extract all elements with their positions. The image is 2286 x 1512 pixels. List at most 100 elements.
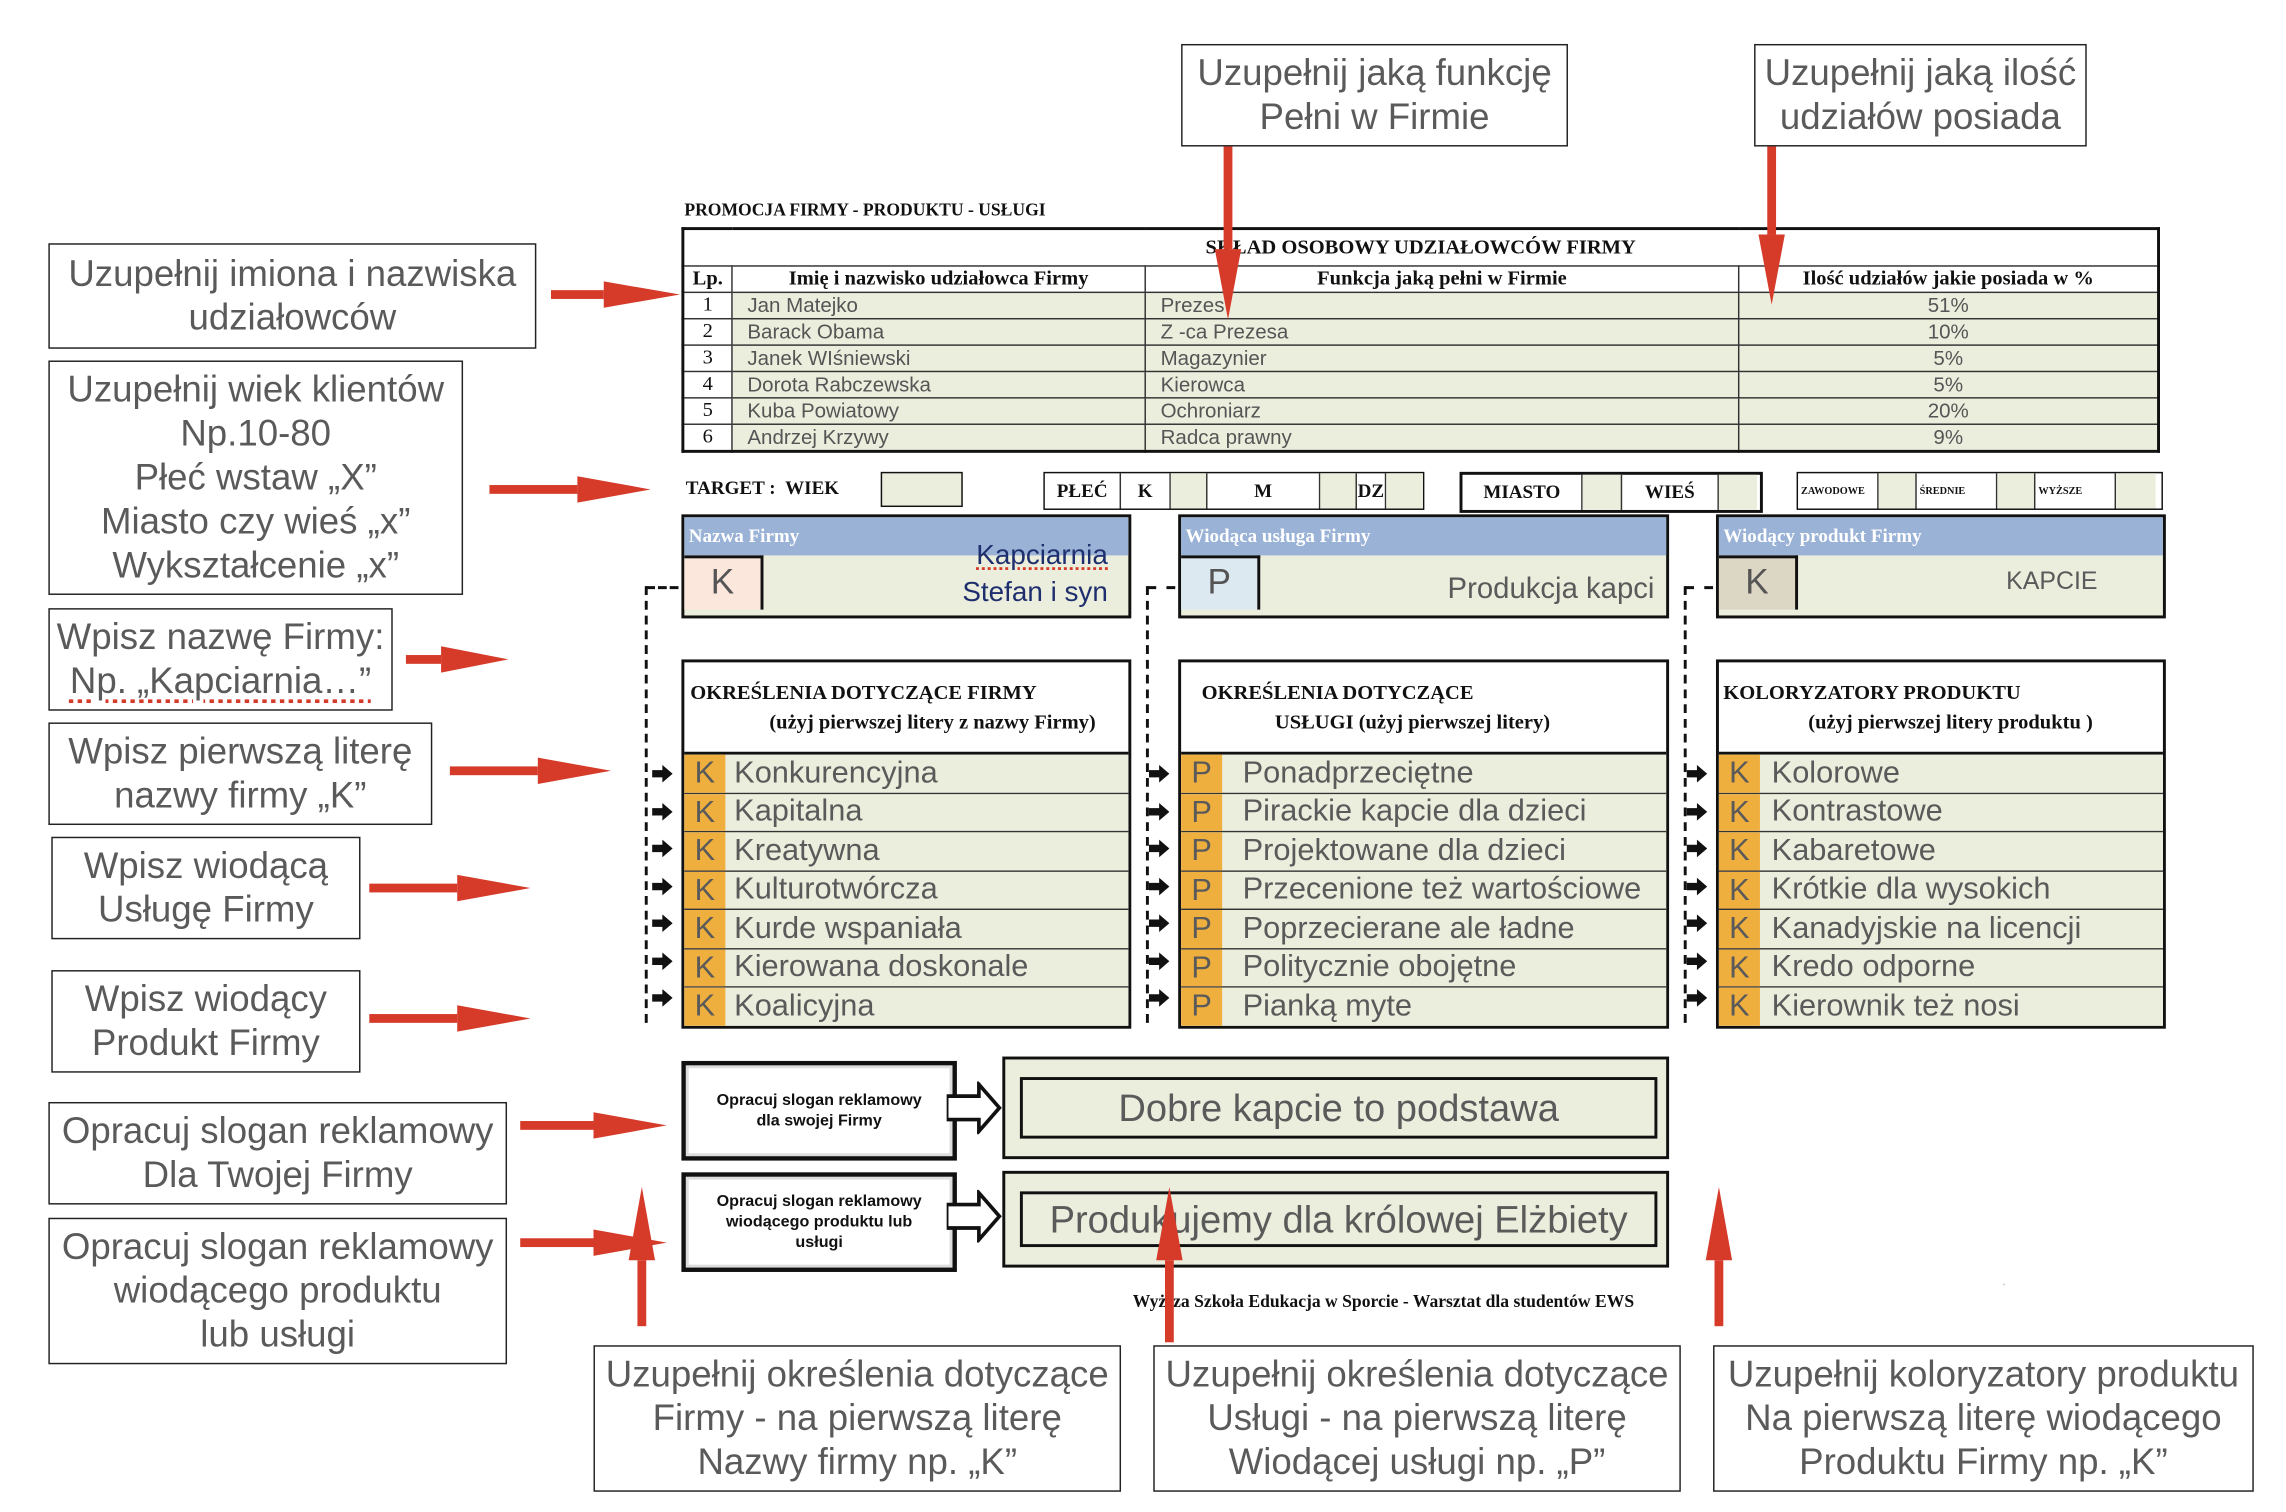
initial-letter: P	[1181, 987, 1223, 1026]
shareholder-name-cell[interactable]: Barack Obama	[731, 317, 1146, 346]
callout-names: Uzupełnij imiona i nazwiska udziałowców	[48, 243, 537, 349]
gender-m-checkbox[interactable]	[1320, 473, 1357, 509]
education-group: ZAWODOWE ŚREDNIE WYŻSZE	[1796, 471, 2163, 510]
product-letter-cell[interactable]: K	[1718, 555, 1799, 610]
target-label: TARGET : WIEK	[686, 476, 839, 499]
list-subtitle: USŁUGI (użyj pierwszej litery)	[1274, 712, 1551, 735]
place-group: MIASTO WIEŚ	[1459, 471, 1763, 513]
shareholders-table: SKŁAD OSOBOWY UDZIAŁOWCÓW FIRMY Lp. Imię…	[681, 227, 2160, 453]
term-text: Kanadyjskie na licencji	[1771, 911, 2082, 945]
callout-line: Usługi - na pierwszą literę	[1207, 1397, 1627, 1440]
city-checkbox[interactable]	[1582, 474, 1623, 510]
slogan-company-input[interactable]: Dobre kapcie to podstawa	[1019, 1077, 1658, 1139]
shareholder-name-cell[interactable]: Kuba Powiatowy	[731, 397, 1146, 425]
product-input[interactable]: KAPCIE	[2006, 567, 2098, 595]
callout-line: Wykształcenie „x”	[112, 545, 400, 587]
shareholder-role-cell[interactable]: Ochroniarz	[1144, 397, 1740, 425]
connector-line	[644, 586, 648, 1023]
pointer-arrow-icon	[652, 877, 673, 895]
shareholder-role-cell[interactable]: Kierowca	[1144, 370, 1740, 399]
pointer-arrow-icon	[1148, 951, 1170, 970]
term-text: Kredo odporne	[1771, 949, 1976, 984]
village-checkbox[interactable]	[1718, 474, 1758, 510]
education-secondary-checkbox[interactable]	[1997, 473, 2036, 509]
shareholder-role-cell[interactable]: Prezes	[1144, 291, 1740, 320]
initial-letter: K	[684, 871, 726, 909]
callout-line: Na pierwszą literę wiodącego	[1745, 1397, 2222, 1440]
shareholder-name-cell[interactable]: Andrzej Krzywy	[731, 423, 1146, 453]
service-input[interactable]: Produkcja kapci	[1447, 572, 1655, 606]
slogan-company-box: Dobre kapcie to podstawa	[1002, 1056, 1670, 1160]
gender-group: PŁEĆ K M DZ	[1043, 471, 1425, 510]
initial-letter: P	[1181, 754, 1223, 793]
education-option-label: WYŻSZE	[2035, 473, 2117, 509]
shareholder-role-cell[interactable]: Z -ca Prezesa	[1144, 317, 1740, 346]
education-option-label: ZAWODOWE	[1798, 473, 1879, 509]
pointer-arrow-icon	[1686, 839, 1708, 858]
shareholder-share-cell[interactable]: 51%	[1737, 291, 2160, 320]
shareholder-share-cell[interactable]: 20%	[1737, 397, 2160, 425]
shareholder-name-cell[interactable]: Jan Matejko	[731, 291, 1146, 320]
shareholder-share-cell[interactable]: 9%	[1737, 423, 2160, 453]
list-subtitle: (użyj pierwszej litery z nazwy Firmy)	[769, 712, 1096, 735]
shareholder-name-cell[interactable]: Dorota Rabczewska	[731, 370, 1146, 399]
callout-line: Wiodącej usługi np. „P”	[1228, 1441, 1606, 1483]
callout-line: Uzupełnij jaką funkcję	[1197, 52, 1552, 94]
education-option-label: ŚREDNIE	[1917, 473, 1998, 509]
callout-line: Np. „Kapciarnia…”	[69, 660, 372, 702]
list-subtitle: (użyj pierwszej litery produktu )	[1808, 712, 2093, 735]
gender-label: PŁEĆ	[1045, 473, 1122, 509]
callout-line: Uzupełnij jaką ilość	[1764, 52, 2077, 94]
pointer-arrow-icon	[1686, 914, 1708, 932]
initial-letter: K	[1718, 910, 1760, 948]
callout-company-terms: Uzupełnij określenia dotyczące Firmy - n…	[593, 1345, 1122, 1492]
list-item[interactable]: K Kanadyjskie na licencji	[1718, 910, 2163, 949]
shareholder-role-cell[interactable]: Radca prawny	[1144, 423, 1740, 453]
slogan-product-input[interactable]: Produkujemy dla królowej Elżbiety	[1019, 1191, 1658, 1248]
shareholder-share-cell[interactable]: 5%	[1737, 370, 2160, 399]
shareholder-name-cell[interactable]: Janek WIśniewski	[731, 344, 1146, 373]
callout-line: nazwy firmy „K”	[114, 775, 367, 817]
initial-letter: P	[1181, 910, 1223, 948]
company-name-input[interactable]: Kapciarnia Stefan i syn	[962, 538, 1107, 611]
gender-k-checkbox[interactable]	[1170, 473, 1208, 509]
slogan-label-line: dla swojej Firmy	[756, 1112, 882, 1130]
gender-dz-checkbox[interactable]	[1386, 473, 1423, 509]
shareholder-share-cell[interactable]: 10%	[1737, 317, 2160, 346]
age-input[interactable]	[880, 471, 963, 508]
product-colorizers-list: KOLORYZATORY PRODUKTU (użyj pierwszej li…	[1715, 659, 2166, 1028]
service-letter-cell[interactable]: P	[1181, 555, 1261, 610]
place-option-label: WIEŚ	[1622, 474, 1719, 510]
shareholder-role-cell[interactable]: Magazynier	[1144, 344, 1740, 373]
education-vocational-checkbox[interactable]	[1878, 473, 1917, 509]
pointer-arrow-icon	[652, 989, 673, 1007]
company-letter-cell[interactable]: K	[684, 555, 764, 610]
shareholder-share-cell[interactable]: 5%	[1737, 344, 2160, 373]
education-higher-checkbox[interactable]	[2116, 473, 2156, 509]
pointer-arrow-icon	[652, 914, 673, 932]
panel-header: Wiodący produkt Firmy	[1718, 517, 2163, 556]
callout-line: Produktu Firmy np. „K”	[1799, 1441, 2168, 1483]
